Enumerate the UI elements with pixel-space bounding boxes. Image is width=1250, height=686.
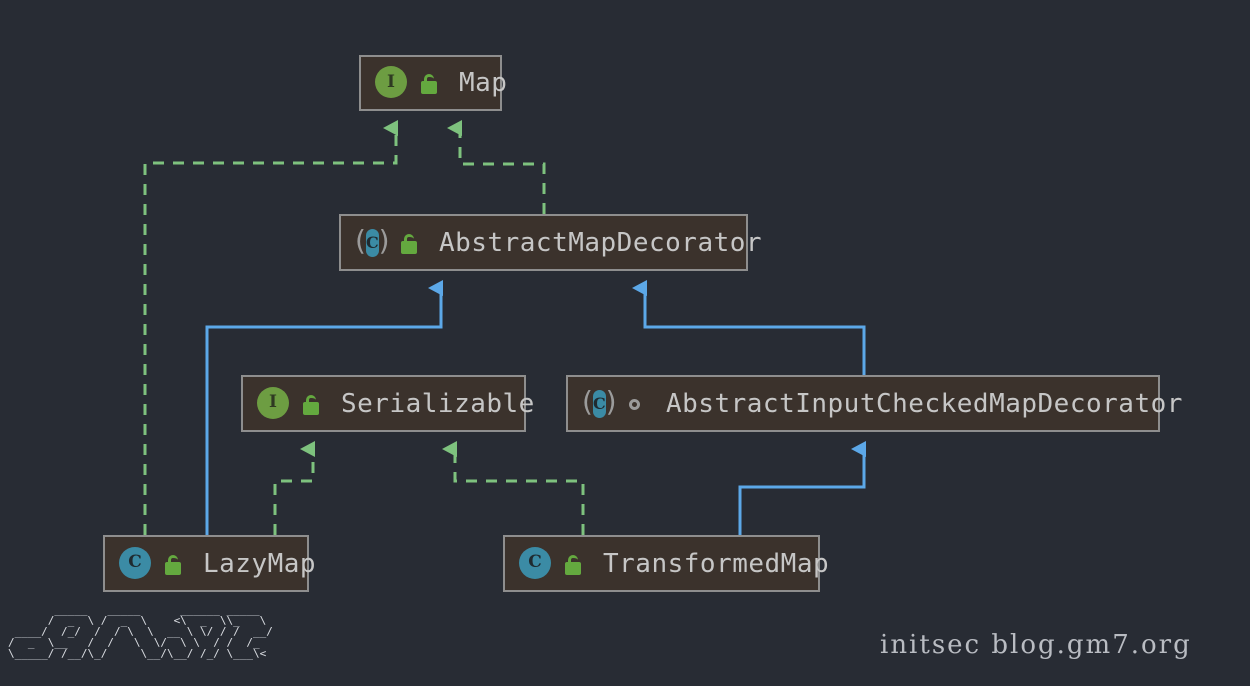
- class-node-label: Serializable: [341, 388, 535, 419]
- class-node-label: AbstractInputCheckedMapDecorator: [666, 388, 1183, 419]
- class-node-label: AbstractMapDecorator: [439, 227, 763, 258]
- unlocked-padlock-icon: [419, 71, 441, 95]
- class-node-label: TransformedMap: [603, 548, 830, 579]
- class-node-label: Map: [459, 68, 508, 98]
- edge-abstractmapdecorator-implements-map: [447, 120, 546, 214]
- package-private-circle-icon: [626, 392, 648, 416]
- ascii-art-logo-watermark: _____ _____ ______ _____ / _ \ / _ \ <\ …: [8, 603, 273, 660]
- abstract-class-icon: ( C ): [582, 385, 617, 418]
- class-node-transformed-map[interactable]: C TransformedMap: [503, 535, 829, 592]
- edge-lazymap-implements-serializable: [273, 441, 315, 535]
- abstract-class-icon: ( C ): [355, 224, 390, 257]
- class-node-abstract-map-decorator[interactable]: ( C ) AbstractMapDecorator: [339, 214, 762, 271]
- class-node-abstract-input-checked-map-decorator[interactable]: ( C ) AbstractInputCheckedMapDecorator: [566, 375, 1182, 432]
- class-node-serializable[interactable]: I Serializable: [241, 375, 534, 432]
- class-node-label: LazyMap: [203, 548, 317, 579]
- unlocked-padlock-icon: [163, 552, 185, 576]
- interface-icon: I: [257, 386, 291, 421]
- unlocked-padlock-icon: [301, 392, 323, 416]
- edge-transformedmap-implements-serializable: [442, 441, 585, 535]
- interface-icon: I: [375, 66, 409, 100]
- class-icon: C: [519, 546, 553, 581]
- unlocked-padlock-icon: [563, 552, 585, 576]
- site-watermark: initsec blog.gm7.org: [880, 630, 1192, 660]
- class-node-lazy-map[interactable]: C LazyMap: [103, 535, 316, 592]
- edge-abstractinputchecked-extends-abstractmapdecorator: [632, 280, 866, 375]
- edge-lazymap-implements-map: [143, 120, 398, 535]
- class-node-map[interactable]: I Map: [359, 55, 507, 111]
- edge-transformedmap-extends-abstractinputchecked: [738, 441, 866, 535]
- class-icon: C: [119, 546, 153, 581]
- unlocked-padlock-icon: [399, 231, 421, 255]
